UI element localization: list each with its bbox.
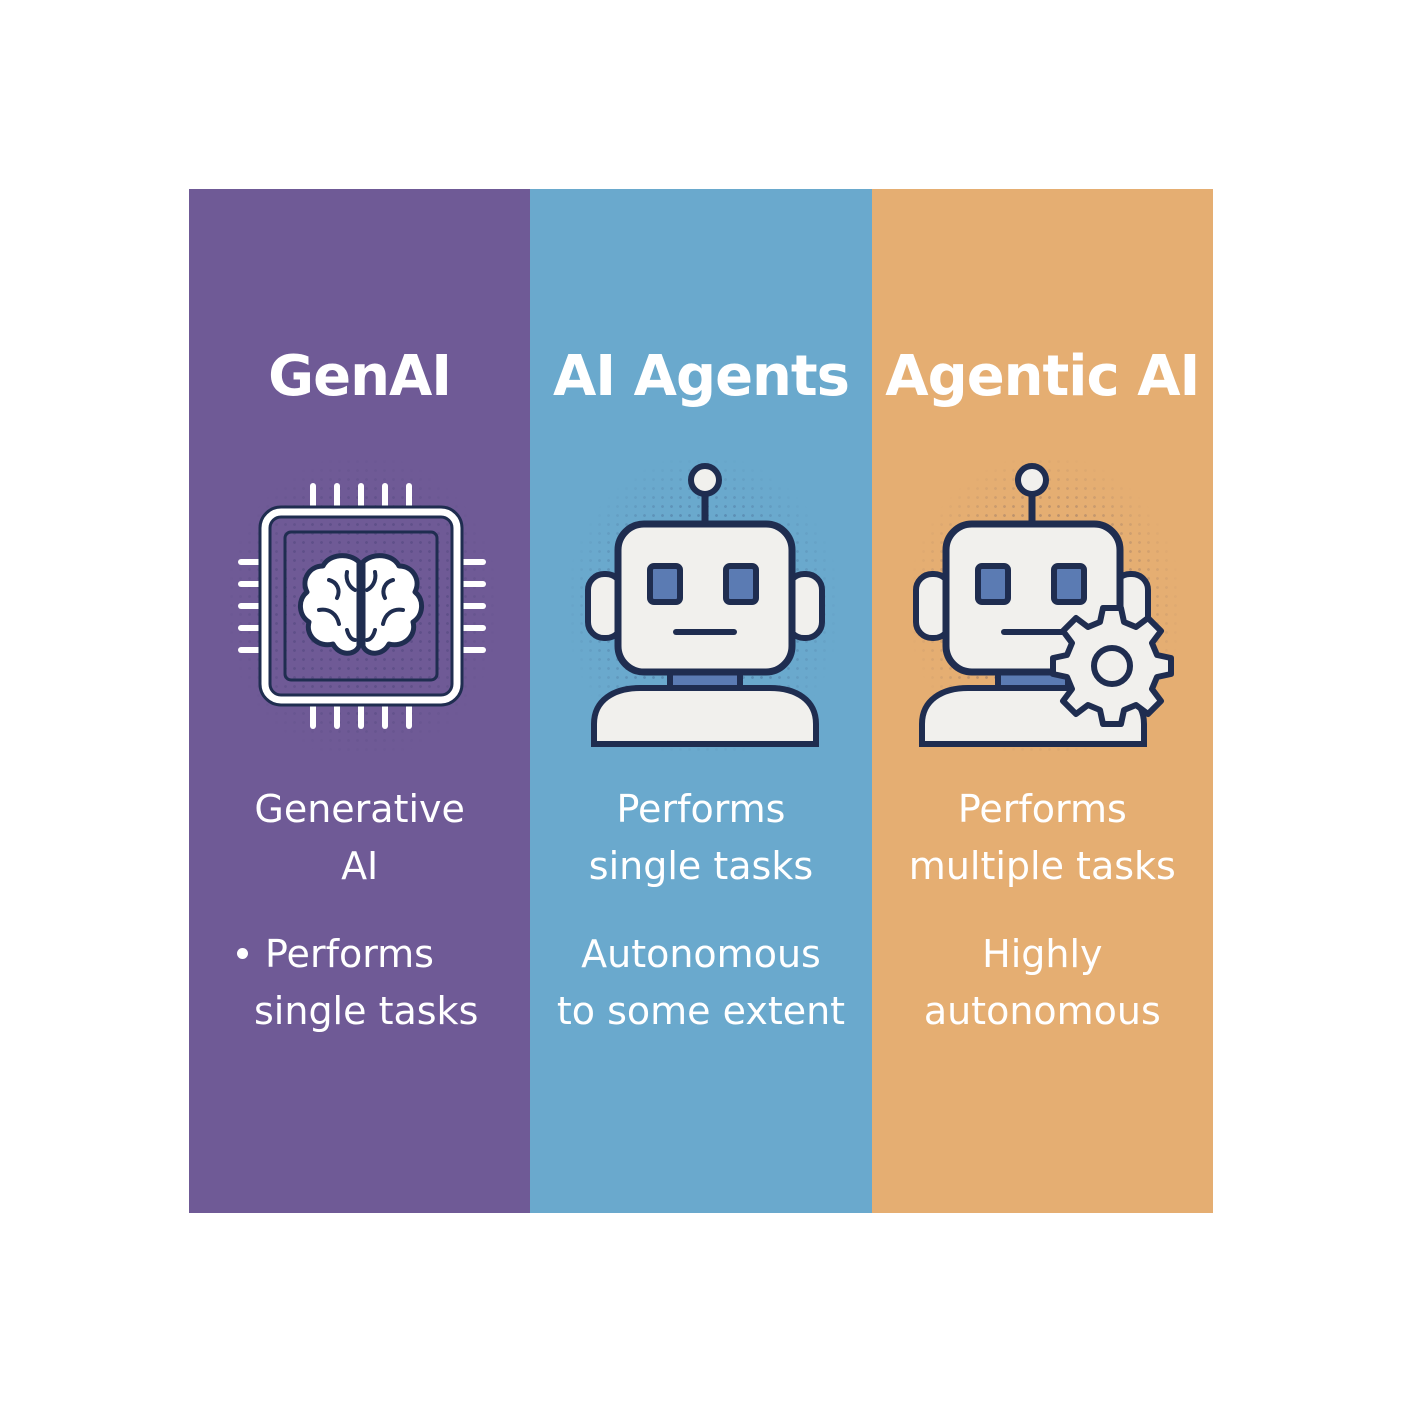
bullet-line: single tasks [254,989,479,1033]
chip-brain-icon [238,483,486,729]
description-line: Performs [957,787,1127,831]
column-genai: GenAI [189,189,531,1213]
description-line: Autonomous [581,932,821,976]
robot-gear-icon [912,463,1174,747]
description-line: single tasks [588,844,814,888]
column-agentic-ai: Agentic AI [871,189,1213,1213]
description-primary: Performs single tasks [530,781,871,895]
description-secondary: Autonomous to some extent [530,926,871,1040]
description-line: autonomous [923,989,1161,1033]
description-secondary: Highly autonomous [872,926,1213,1040]
column-ai-agents: AI Agents Performs single tasks Autono [530,189,872,1213]
description-line: to some extent [556,989,846,1033]
bullet-line: Performs [265,932,434,976]
comparison-board: GenAI [189,189,1213,1213]
gear-icon [1049,605,1174,727]
bullet-dot [237,948,248,959]
description-primary: Performs multiple tasks [872,781,1213,895]
description-line: AI [341,844,379,888]
robot-icon [585,463,826,747]
column-title: AI Agents [552,344,850,409]
column-title: GenAI [268,344,452,409]
description-primary: Generative AI [189,781,530,895]
column-title: Agentic AI [885,344,1200,409]
description-line: multiple tasks [908,844,1176,888]
description-line: Highly [982,932,1103,976]
description-line: Performs [616,787,786,831]
description-line: Generative [254,787,465,831]
